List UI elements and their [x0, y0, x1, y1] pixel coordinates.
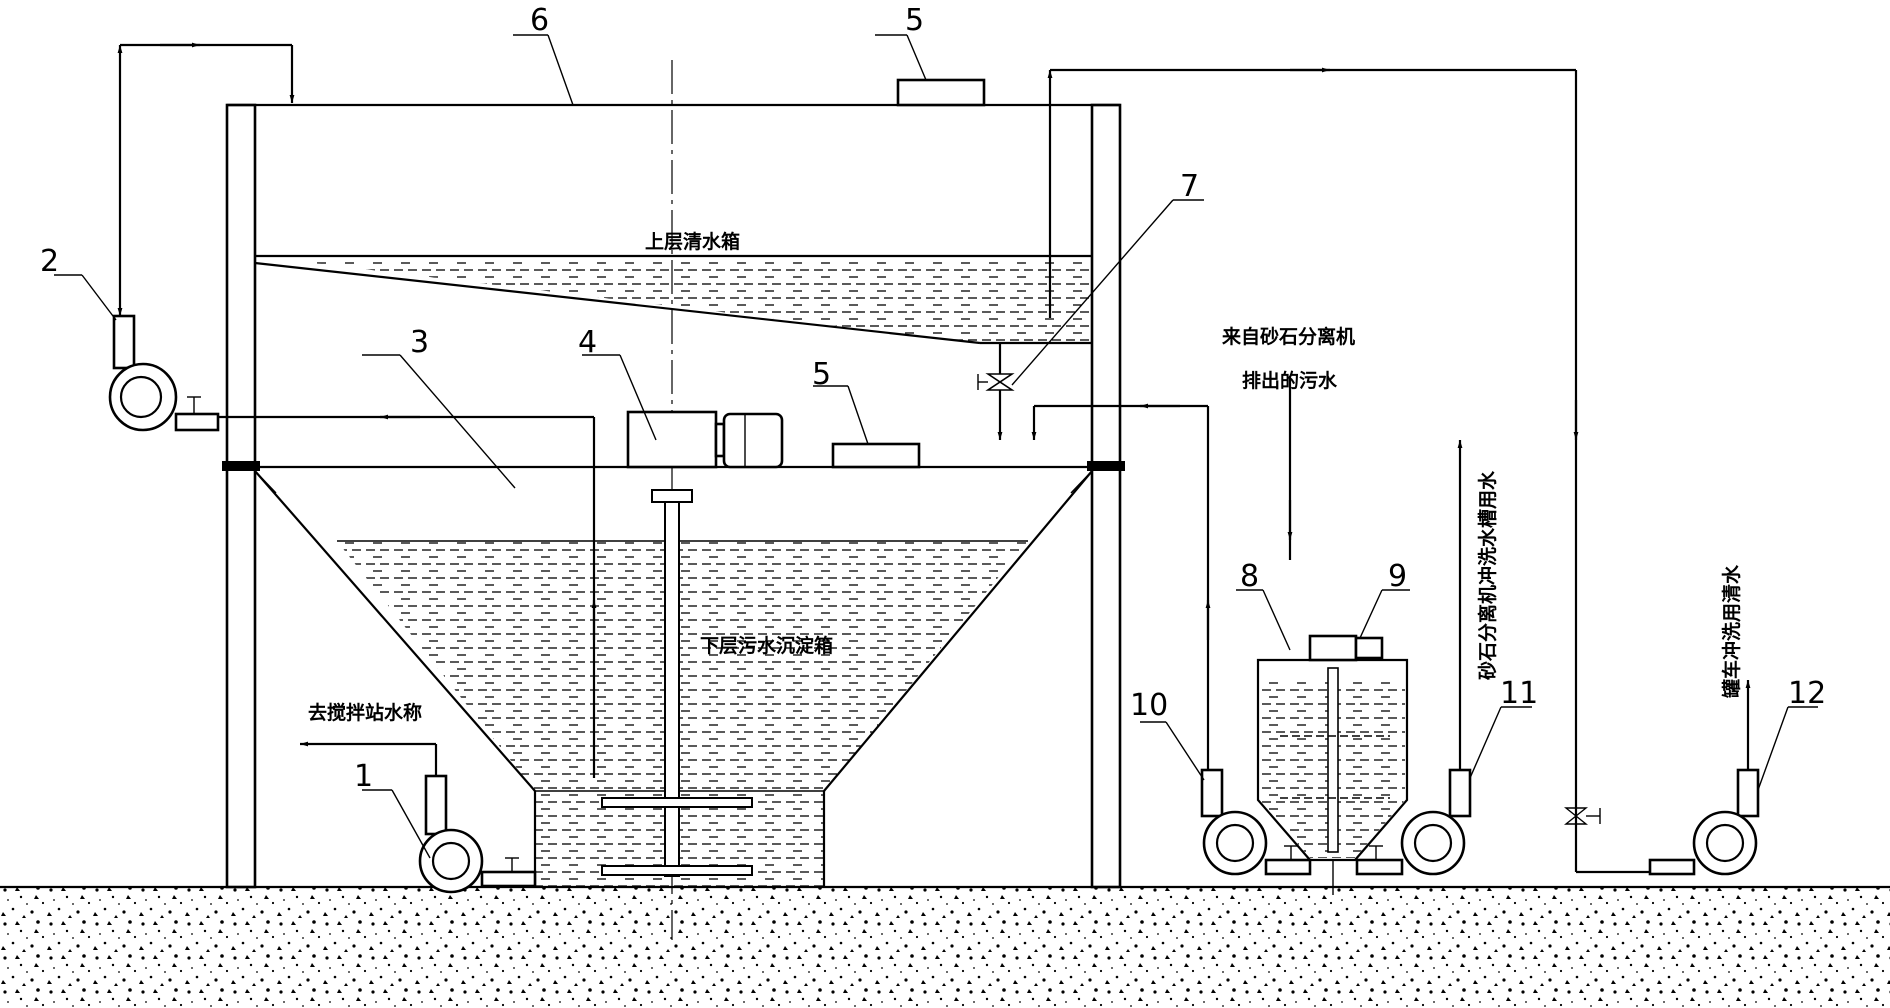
stirrer-motor: [626, 410, 784, 469]
part-number-10: 10: [1130, 688, 1168, 723]
overflow-pipe: [1047, 67, 1650, 874]
part-number-2: 2: [40, 244, 59, 279]
truck-wash-label: 罐车冲洗用清水: [1720, 564, 1743, 699]
part-number-1: 1: [354, 759, 373, 794]
pump-2: [108, 42, 295, 432]
part-number-5-top: 5: [905, 3, 924, 38]
upper-tank-label: 上层清水箱: [645, 230, 740, 253]
upper-clean-water-tank: [254, 254, 1092, 345]
part-number-9: 9: [1388, 559, 1407, 594]
part-number-4: 4: [578, 325, 597, 360]
part-number-8: 8: [1240, 559, 1259, 594]
pump-11: [1355, 440, 1472, 876]
return-pipe: [218, 414, 597, 778]
part-numbers: 1 2 3 4 5 5 6 7 8 9 10 11 12: [40, 3, 1826, 794]
part-number-12: 12: [1788, 676, 1826, 711]
part-number-6: 6: [530, 3, 549, 38]
part-number-7: 7: [1180, 169, 1199, 204]
lower-tank-label: 下层污水沉淀箱: [700, 634, 833, 657]
ground: [0, 885, 1890, 1008]
separator-flush-label: 砂石分离机冲洗水槽用水: [1476, 470, 1499, 680]
valve-7: [977, 343, 1211, 785]
control-boxes: [831, 78, 986, 469]
part-number-5-mid: 5: [812, 357, 831, 392]
from-separator-label-line2: 排出的污水: [1242, 369, 1338, 392]
part-number-3: 3: [410, 325, 429, 360]
sand-separator: [1256, 376, 1409, 895]
to-mixing-station-label: 去搅拌站水称: [308, 701, 422, 724]
pump-12: [1648, 680, 1760, 876]
center-stirrer: [601, 60, 753, 940]
pump-1: [300, 741, 537, 894]
pump-10: [1200, 768, 1312, 876]
process-labels: 上层清水箱 下层污水沉淀箱 来自砂石分离机 排出的污水 去搅拌站水称 砂石分离机…: [308, 230, 1743, 724]
from-separator-label-line1: 来自砂石分离机: [1222, 325, 1355, 348]
leader-lines: [54, 34, 1818, 859]
part-number-11: 11: [1500, 676, 1538, 711]
